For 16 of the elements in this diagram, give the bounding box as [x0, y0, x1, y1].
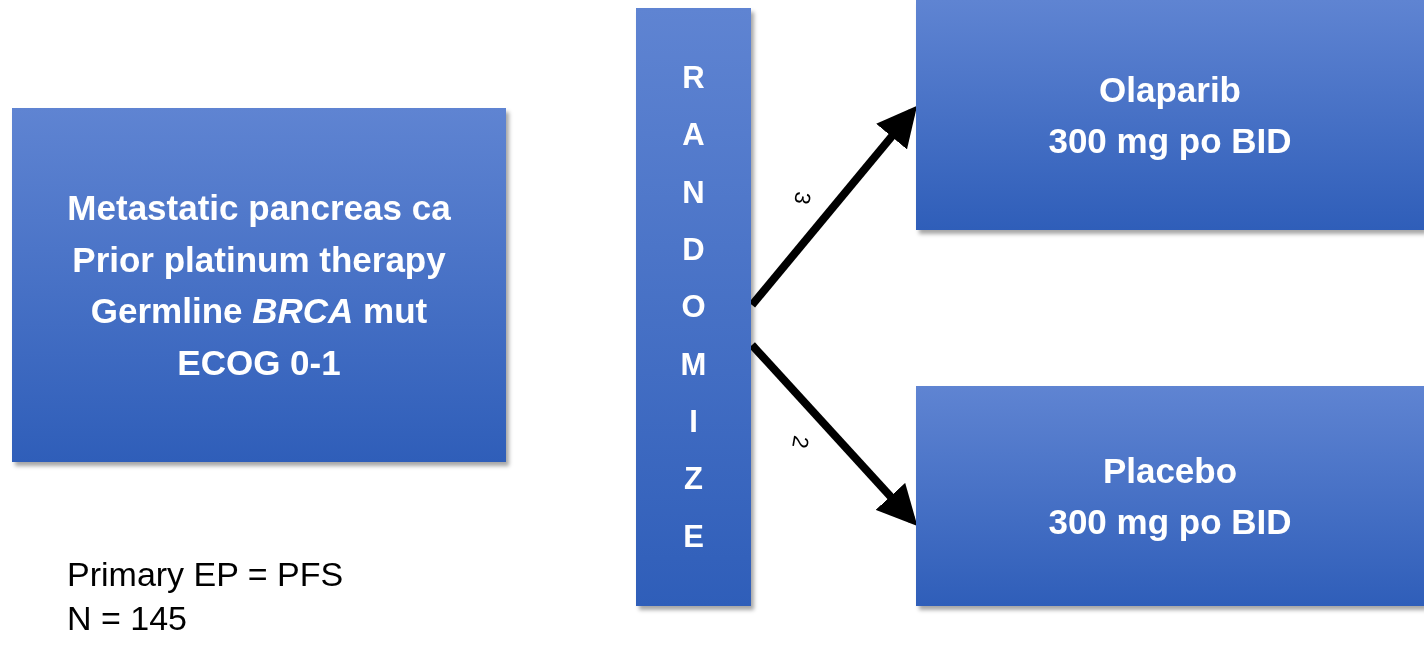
arrow	[748, 105, 918, 308]
randomize-bar	[636, 8, 751, 606]
box-text: Placebo	[1102, 449, 1238, 492]
vertical-label: RANDOMIZE	[680, 58, 707, 556]
box-text: Prior platinum therapy	[72, 238, 446, 281]
note-text: N = 145	[67, 598, 189, 640]
box-text: Olaparib	[1099, 68, 1241, 111]
arm-box	[916, 386, 1424, 606]
box-text: Germline BRCA mut	[90, 290, 428, 332]
arm-box	[12, 108, 506, 462]
box-text: 300 mg po BID	[1048, 120, 1292, 162]
box-text: Metastatic pancreas ca	[67, 187, 451, 229]
arm-box	[916, 0, 1424, 230]
box-text: ECOG 0-1	[177, 341, 341, 384]
box-text: 300 mg po BID	[1048, 501, 1292, 543]
note-text: Primary EP = PFS	[67, 554, 344, 595]
